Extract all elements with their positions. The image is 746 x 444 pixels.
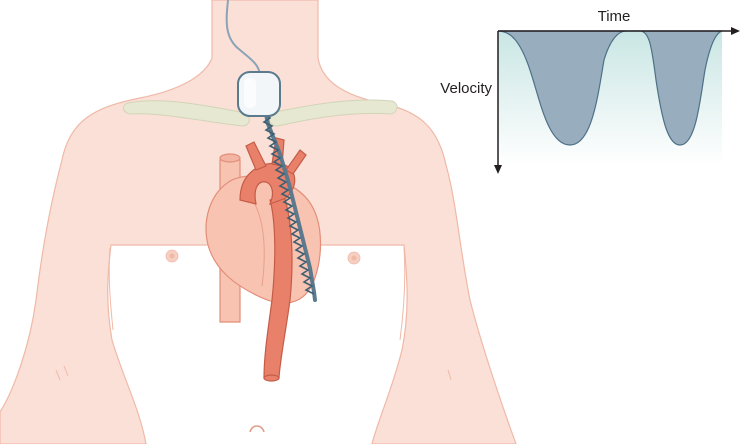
velocity-axis-label: Velocity xyxy=(440,80,492,97)
time-axis-label: Time xyxy=(598,8,631,25)
velocity-time-graph: Time Velocity xyxy=(440,8,740,174)
navel xyxy=(250,426,264,432)
velocity-axis-arrow xyxy=(494,165,502,174)
time-axis-arrow xyxy=(731,27,740,35)
